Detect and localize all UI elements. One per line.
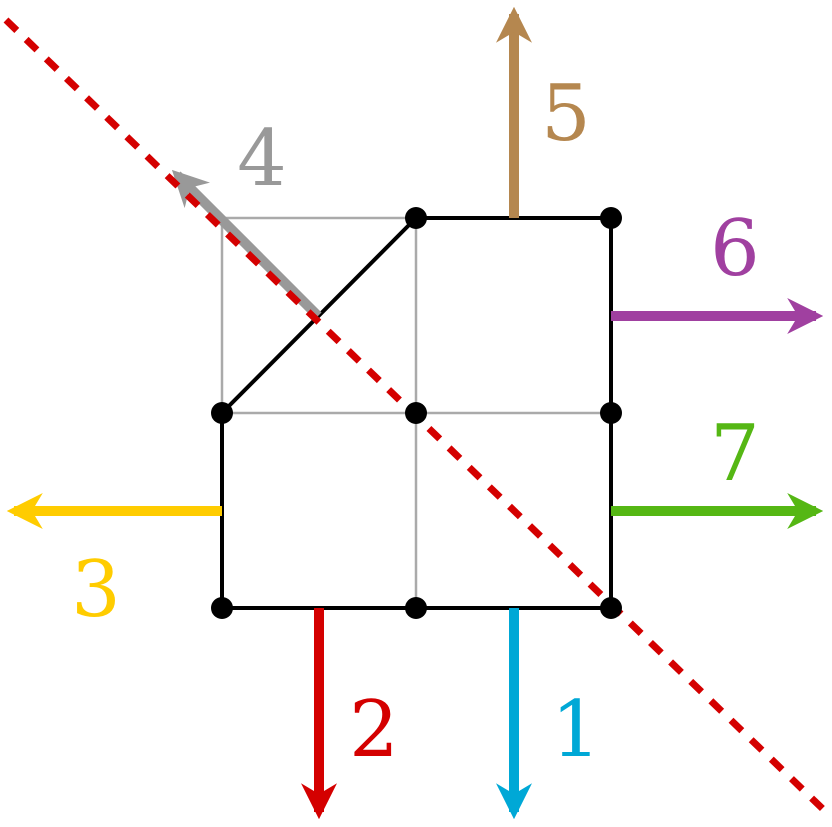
arrow-label-1: 1 xyxy=(551,685,601,775)
arrow-label-4: 4 xyxy=(237,114,287,204)
arrow-4 xyxy=(171,169,322,320)
vertex xyxy=(405,597,427,619)
vertex xyxy=(405,402,427,424)
vertex xyxy=(600,402,622,424)
vertex xyxy=(211,597,233,619)
vertices xyxy=(211,207,622,619)
vertex xyxy=(600,597,622,619)
arrow-label-6: 6 xyxy=(710,204,760,294)
vertex xyxy=(211,402,233,424)
arrow-label-2: 2 xyxy=(349,685,399,775)
vertex xyxy=(405,207,427,229)
vertex xyxy=(600,207,622,229)
arrow-label-3: 3 xyxy=(71,545,121,635)
arrow-label-7: 7 xyxy=(710,409,760,499)
arrow-label-5: 5 xyxy=(541,69,591,159)
